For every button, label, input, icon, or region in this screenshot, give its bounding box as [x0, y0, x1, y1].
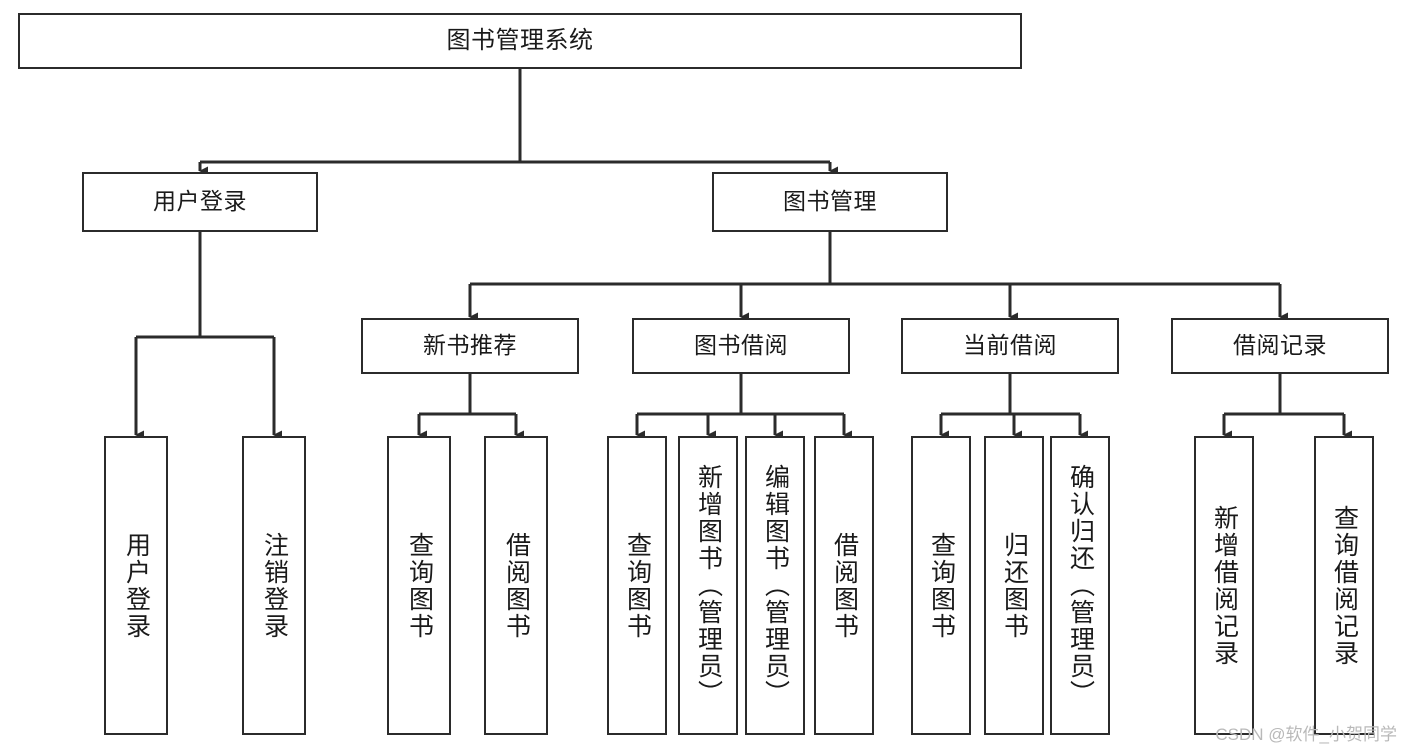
node-leaf-user-logout[interactable]: 注销登录	[242, 436, 306, 735]
node-root[interactable]: 图书管理系统	[18, 13, 1022, 69]
node-book-borrow[interactable]: 图书借阅	[632, 318, 850, 374]
node-leaf-user-logout-label: 注销登录	[260, 531, 289, 640]
node-leaf-edit-book[interactable]: 编辑图书（管理员）	[745, 436, 805, 735]
node-leaf-add-book[interactable]: 新增图书（管理员）	[678, 436, 738, 735]
node-book-borrow-label: 图书借阅	[694, 332, 788, 359]
node-leaf-query-book-3-label: 查询图书	[927, 531, 956, 640]
node-new-book-rec[interactable]: 新书推荐	[361, 318, 579, 374]
node-leaf-user-login[interactable]: 用户登录	[104, 436, 168, 735]
node-borrow-record-label: 借阅记录	[1233, 332, 1327, 359]
node-user-login[interactable]: 用户登录	[82, 172, 318, 232]
node-leaf-borrow-book-1-label: 借阅图书	[502, 531, 531, 640]
node-leaf-borrow-book-2[interactable]: 借阅图书	[814, 436, 874, 735]
node-leaf-confirm-return-label: 确认归还（管理员）	[1066, 464, 1095, 707]
node-leaf-query-record[interactable]: 查询借阅记录	[1314, 436, 1374, 735]
node-root-label: 图书管理系统	[446, 26, 594, 54]
node-leaf-borrow-book-1[interactable]: 借阅图书	[484, 436, 548, 735]
node-book-manage[interactable]: 图书管理	[712, 172, 948, 232]
node-leaf-query-book-3[interactable]: 查询图书	[911, 436, 971, 735]
node-leaf-borrow-book-2-label: 借阅图书	[830, 531, 859, 640]
node-leaf-return-book-label: 归还图书	[1000, 531, 1029, 640]
node-borrow-record[interactable]: 借阅记录	[1171, 318, 1389, 374]
node-leaf-add-book-label: 新增图书（管理员）	[694, 464, 723, 707]
node-leaf-query-record-label: 查询借阅记录	[1330, 504, 1359, 667]
node-current-borrow[interactable]: 当前借阅	[901, 318, 1119, 374]
node-user-login-label: 用户登录	[153, 188, 247, 215]
node-current-borrow-label: 当前借阅	[963, 332, 1057, 359]
node-leaf-add-record-label: 新增借阅记录	[1210, 504, 1239, 667]
node-leaf-edit-book-label: 编辑图书（管理员）	[761, 464, 790, 707]
node-book-manage-label: 图书管理	[783, 188, 877, 215]
node-leaf-add-record[interactable]: 新增借阅记录	[1194, 436, 1254, 735]
node-new-book-rec-label: 新书推荐	[423, 332, 517, 359]
node-leaf-return-book[interactable]: 归还图书	[984, 436, 1044, 735]
node-leaf-user-login-label: 用户登录	[122, 531, 151, 640]
node-leaf-query-book-2[interactable]: 查询图书	[607, 436, 667, 735]
node-leaf-query-book-1-label: 查询图书	[405, 531, 434, 640]
node-leaf-confirm-return[interactable]: 确认归还（管理员）	[1050, 436, 1110, 735]
node-leaf-query-book-2-label: 查询图书	[623, 531, 652, 640]
node-leaf-query-book-1[interactable]: 查询图书	[387, 436, 451, 735]
